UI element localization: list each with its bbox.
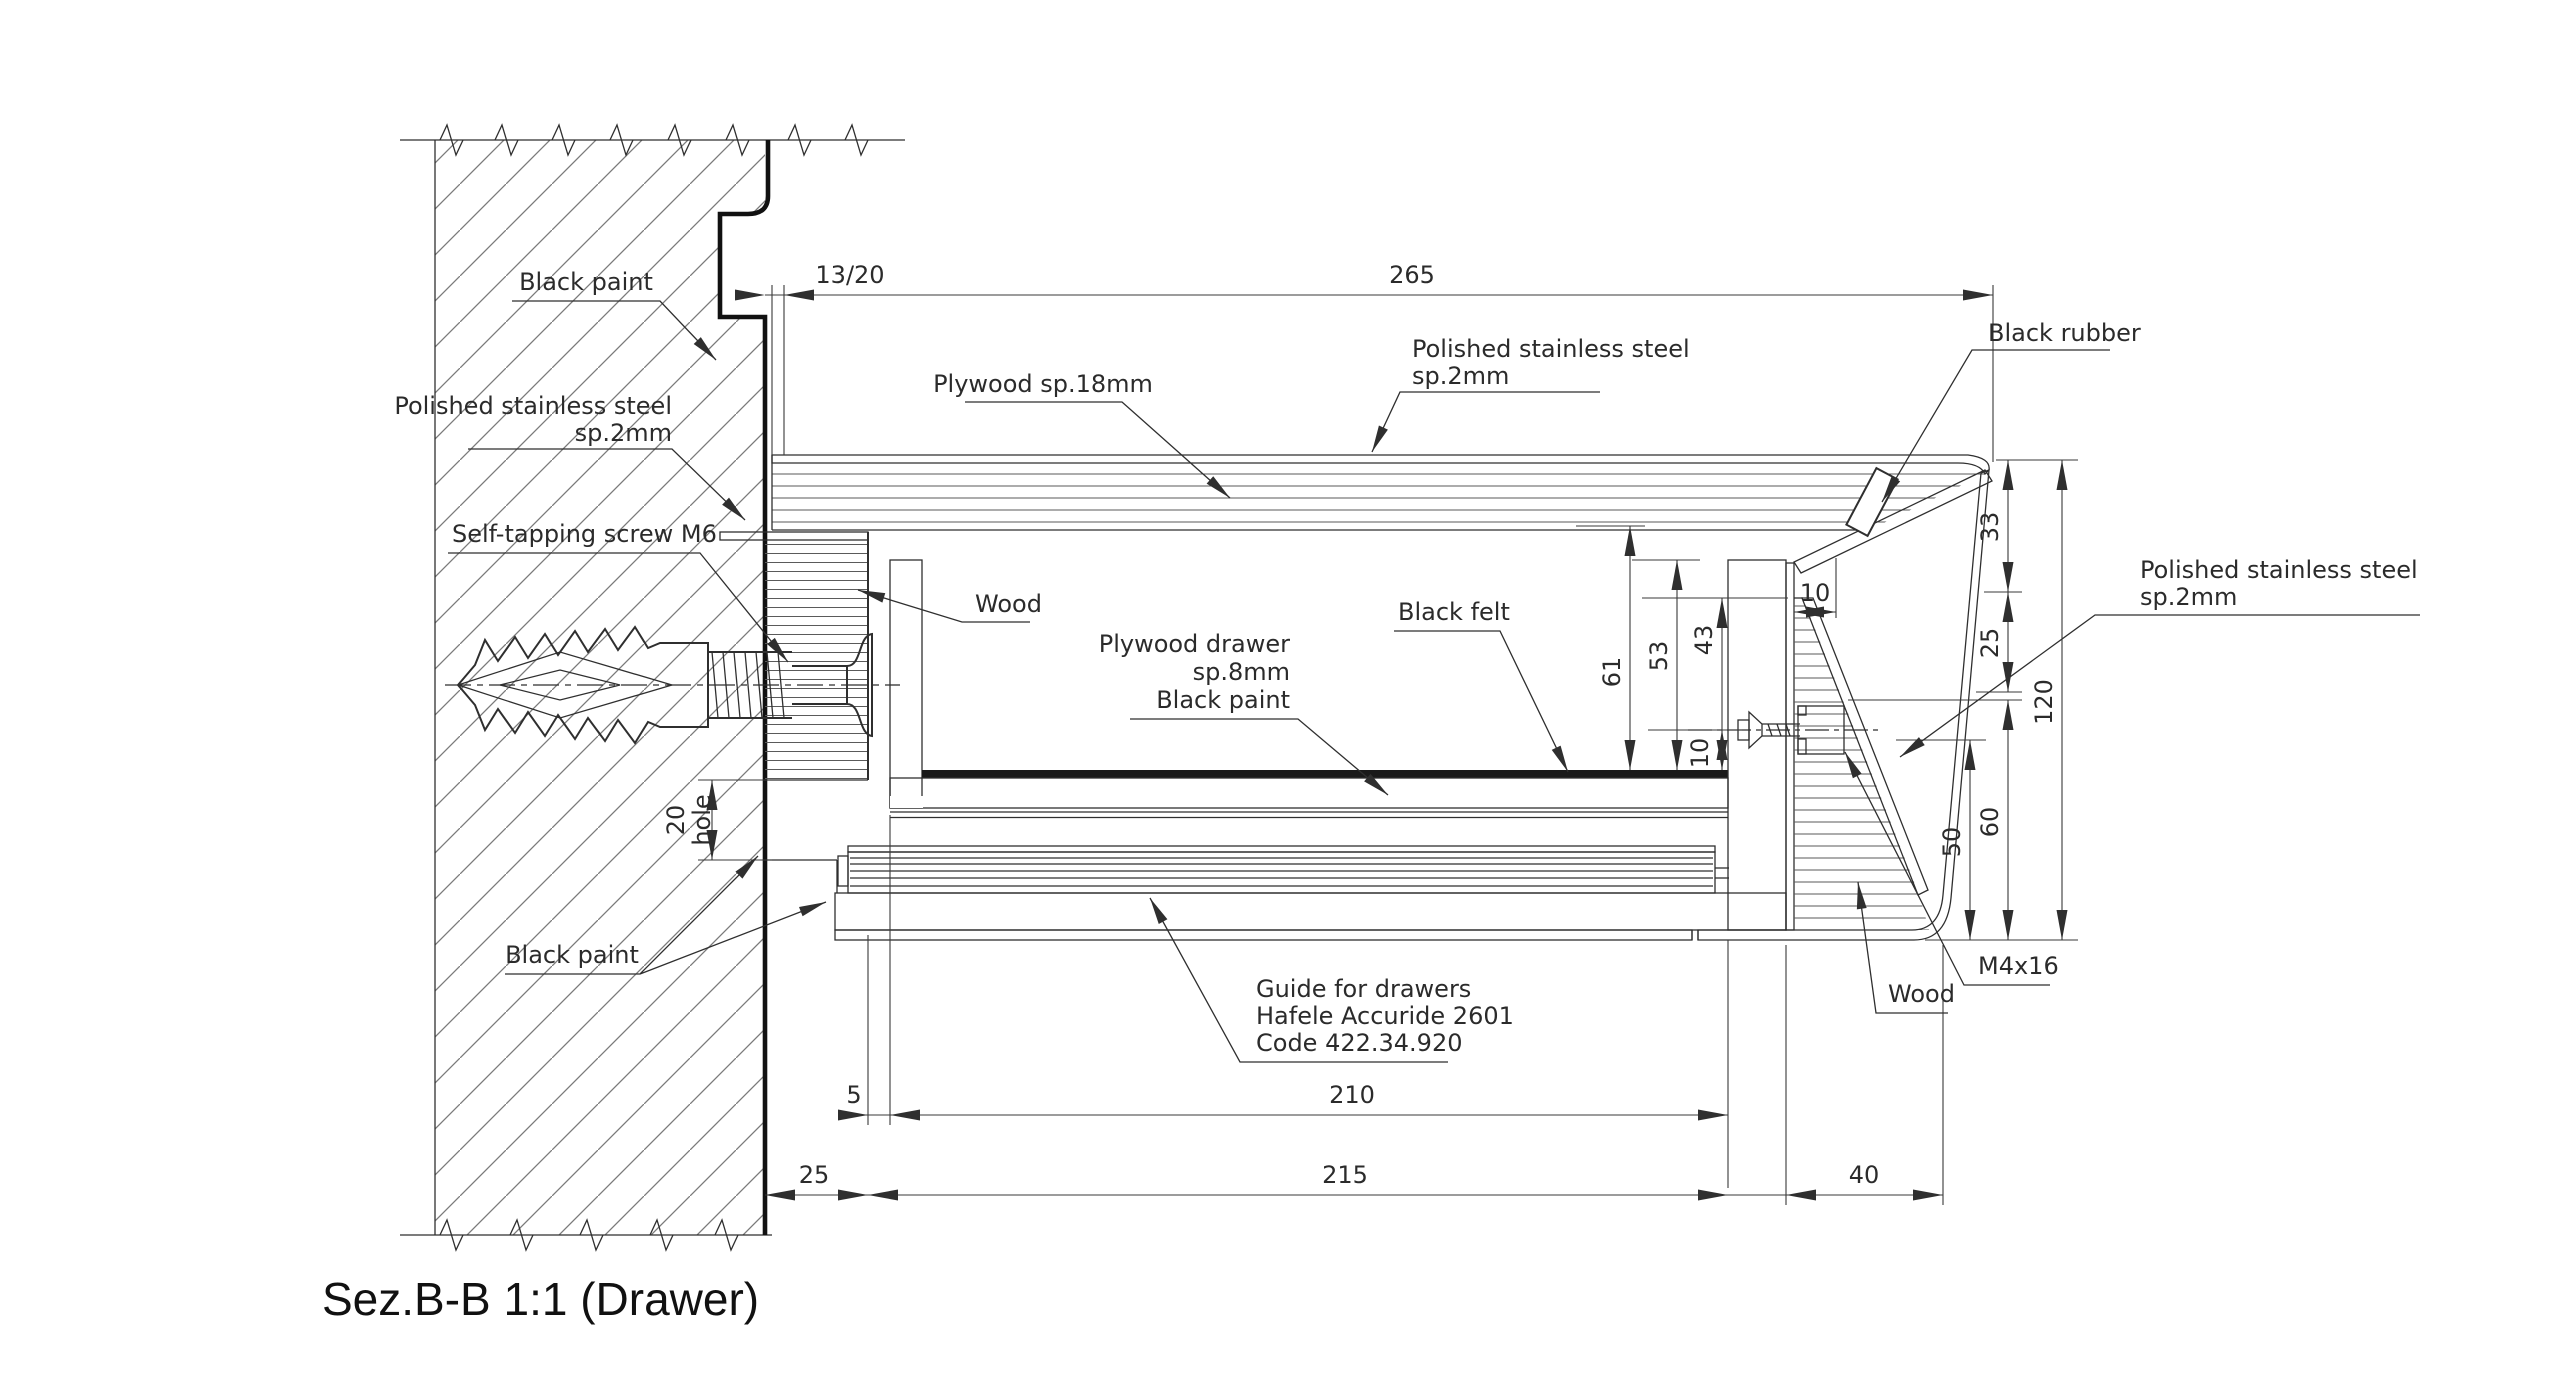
- dim-hole-word: hole: [688, 794, 716, 845]
- front-wedge: [1697, 469, 1990, 941]
- black-felt-layer: [922, 770, 1728, 778]
- label-wood-left: Wood: [975, 590, 1042, 618]
- label-m4x16: M4x16: [1978, 952, 2059, 980]
- wall-panel: [719, 531, 869, 893]
- dim-43: 43: [1690, 625, 1718, 656]
- leader-lines: [448, 300, 2420, 1063]
- dim-215: 215: [1322, 1161, 1368, 1189]
- dim-33: 33: [1976, 512, 2004, 543]
- dim-265: 265: [1389, 261, 1435, 289]
- dim-25: 25: [1976, 628, 2004, 659]
- dim-10-top: 10: [1800, 579, 1831, 607]
- label-plywood-drawer-3: Black paint: [1156, 686, 1290, 714]
- bottom-steel-strip: [834, 929, 1693, 941]
- dim-hole-20: 20: [662, 805, 690, 836]
- dim-50: 50: [1938, 827, 1966, 858]
- dim-53: 53: [1645, 641, 1673, 672]
- front-outer-steel-face: [1697, 469, 1990, 941]
- label-plywood-drawer-2: sp.8mm: [1193, 658, 1290, 686]
- drawer-bottom-plywood: [889, 777, 1729, 809]
- right-wall-steel-liner: [1785, 562, 1795, 931]
- threaded-insert: [1797, 705, 1845, 755]
- label-polished-steel-left-1: Polished stainless steel: [394, 392, 672, 420]
- label-black-rubber: Black rubber: [1988, 319, 2141, 347]
- text-labels: Black paint Polished stainless steel sp.…: [394, 268, 2417, 1057]
- wall-anchor: [456, 625, 709, 745]
- drawer-guide-rails: [837, 845, 1729, 894]
- label-polished-steel-center-1: Polished stainless steel: [1412, 335, 1690, 363]
- drawing-title: Sez.B-B 1:1 (Drawer): [322, 1273, 760, 1325]
- dim-13-20: 13/20: [815, 261, 884, 289]
- label-guide-2: Hafele Accuride 2601: [1256, 1002, 1514, 1030]
- dim-60: 60: [1976, 807, 2004, 838]
- label-black-paint-top: Black paint: [519, 268, 653, 296]
- front-inner-face: [1801, 597, 1929, 896]
- label-polished-steel-right-2: sp.2mm: [2140, 583, 2237, 611]
- drawer-left-wall: [889, 559, 923, 809]
- wall-section: [400, 123, 905, 1252]
- label-guide-1: Guide for drawers: [1256, 975, 1471, 1003]
- label-polished-steel-center-2: sp.2mm: [1412, 362, 1509, 390]
- label-wood-right: Wood: [1888, 980, 1955, 1008]
- drawer-right-wall: [1727, 559, 1787, 931]
- screw-head: [846, 632, 873, 738]
- dim-5: 5: [846, 1081, 861, 1109]
- label-plywood-drawer-1: Plywood drawer: [1099, 630, 1290, 658]
- label-black-felt: Black felt: [1398, 598, 1510, 626]
- label-black-paint-bottom: Black paint: [505, 941, 639, 969]
- dim-10-bottom: 10: [1686, 738, 1714, 769]
- top-panel: [771, 454, 1993, 574]
- dim-210: 210: [1329, 1081, 1375, 1109]
- label-polished-steel-left-2: sp.2mm: [575, 419, 672, 447]
- front-wood-wedge: [1794, 598, 1929, 930]
- dim-25-bottom: 25: [799, 1161, 830, 1189]
- label-plywood-top: Plywood sp.18mm: [933, 370, 1153, 398]
- top-steel-skin: [771, 454, 1990, 476]
- label-guide-3: Code 422.34.920: [1256, 1029, 1462, 1057]
- dim-61: 61: [1598, 657, 1626, 688]
- dim-120: 120: [2030, 679, 2058, 725]
- label-polished-steel-right-1: Polished stainless steel: [2140, 556, 2418, 584]
- bottom-panel: [834, 892, 1787, 941]
- label-self-tapping-screw: Self-tapping screw M6: [452, 520, 717, 548]
- dimensions: 13/20 265 20 hole 61 53 43 10 10: [662, 261, 2078, 1205]
- wall-face-profile: [717, 140, 771, 1235]
- dim-40: 40: [1849, 1161, 1880, 1189]
- black-rubber-block: [1845, 466, 1899, 538]
- anchor-and-screw: [445, 625, 900, 745]
